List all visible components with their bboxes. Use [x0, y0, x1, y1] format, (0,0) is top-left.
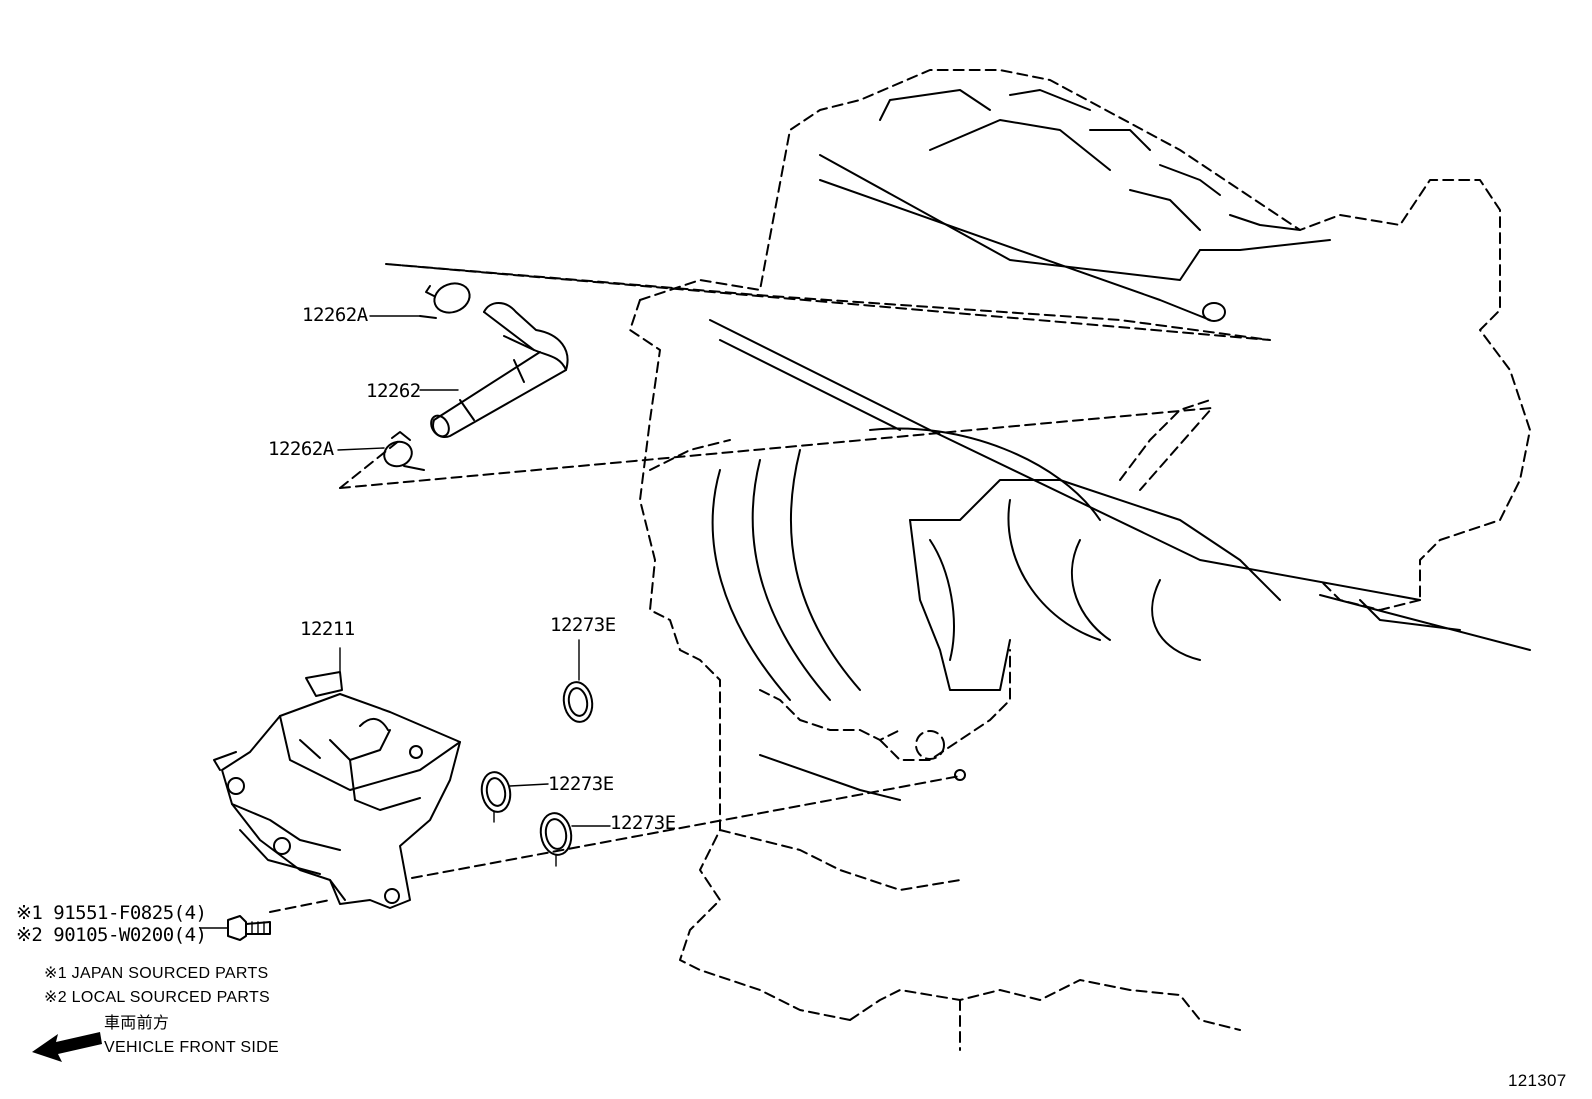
- left-arrow-icon: [32, 1032, 102, 1062]
- part-label-12273E-right: 12273E: [610, 812, 676, 834]
- bolt: [199, 915, 271, 941]
- direction-label-en: VEHICLE FRONT SIDE: [104, 1039, 279, 1056]
- part-label-12262A-lower: 12262A: [268, 438, 334, 460]
- engine-outline: [629, 69, 1531, 1051]
- part-label-bolt-local: ※2 90105-W0200(4): [16, 924, 207, 946]
- gasket-mid: [480, 771, 549, 823]
- part-label-bolt-japan: ※1 91551-F0825(4): [16, 902, 207, 924]
- part-label-12262A-upper: 12262A: [302, 304, 368, 326]
- note-local-sourced: ※2 LOCAL SOURCED PARTS: [44, 989, 270, 1006]
- part-label-12273E-mid: 12273E: [548, 773, 614, 795]
- part-label-12273E-top: 12273E: [550, 614, 616, 636]
- direction-label-jp: 車両前方: [104, 1015, 170, 1032]
- oil-separator: [213, 647, 461, 909]
- bypass-hose: [419, 302, 569, 438]
- gasket-right: [539, 812, 611, 867]
- note-japan-sourced: ※1 JAPAN SOURCED PARTS: [44, 965, 269, 982]
- diagram-id: 121307: [1508, 1071, 1567, 1090]
- hose-clamp-upper: [369, 282, 471, 319]
- part-label-12262: 12262: [366, 380, 421, 402]
- part-label-12211: 12211: [300, 618, 355, 640]
- gasket-top: [562, 639, 594, 723]
- hose-clamp-lower: [337, 431, 425, 471]
- projection-lines: [269, 263, 1271, 913]
